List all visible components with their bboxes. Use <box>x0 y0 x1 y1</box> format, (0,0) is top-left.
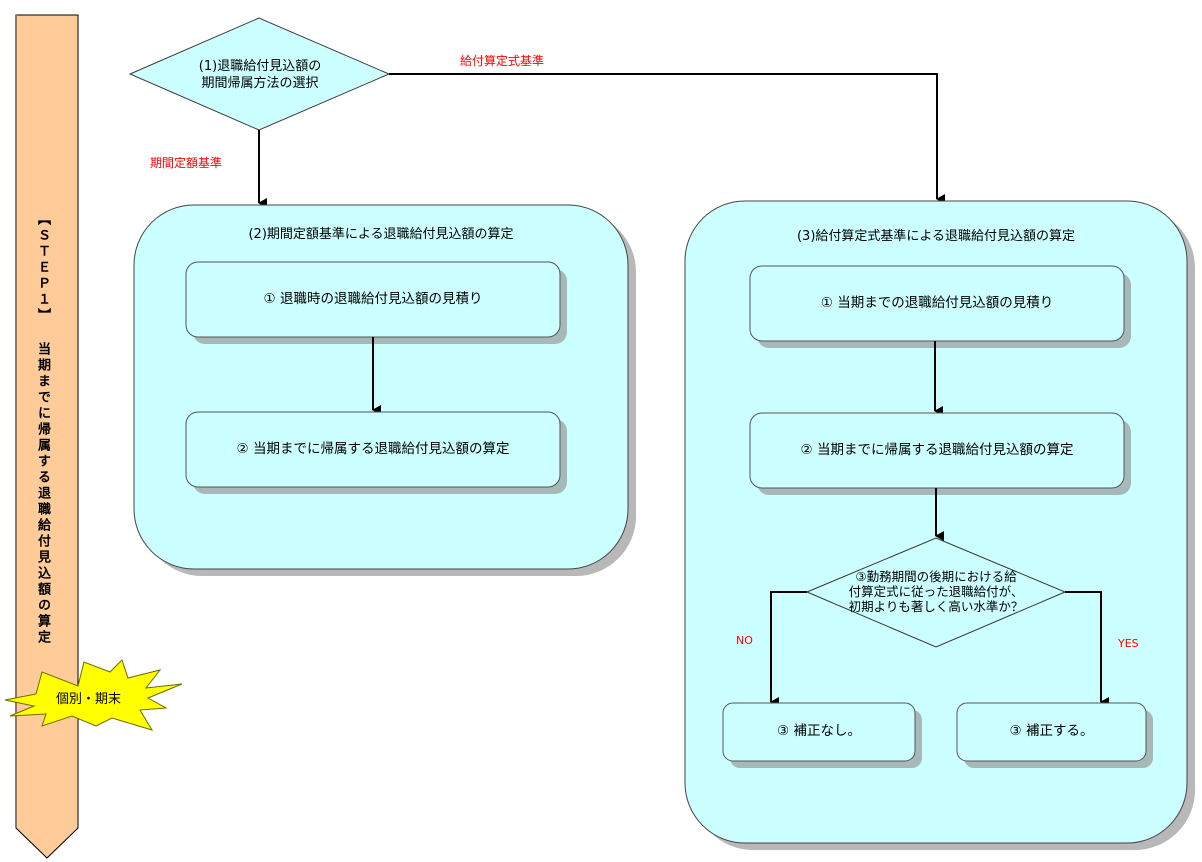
decision-1-label: (1)退職給付見込額の 期間帰属方法の選択 <box>170 58 350 92</box>
connector-yes-branch <box>1065 591 1109 707</box>
group-3-step-1-box <box>749 265 1125 342</box>
step-banner-label: 【ＳＴＥＰ１】 当期までに帰属する退職給付見込額の算定 <box>35 212 50 646</box>
group-2-step-1-label: ① 退職時の退職給付見込額の見積り <box>263 291 483 307</box>
outcome-no-label: ③ 補正なし。 <box>777 723 861 739</box>
branch-label-right: 給付算定式基準 <box>460 54 545 68</box>
outcome-yes-label: ③ 補正する。 <box>1009 723 1094 739</box>
branch-label-left: 期間定額基準 <box>150 156 223 170</box>
decision-3-line-1: ③勤務期間の後期における給 <box>855 569 1017 584</box>
decision-3-line-3: 初期よりも著しく高い水準か？ <box>848 599 1024 614</box>
group-3-step-1-label: ① 当期までの退職給付見込額の見積り <box>820 295 1054 311</box>
group-2-step-2-label: ② 当期までに帰属する退職給付見込額の算定 <box>236 441 510 457</box>
group-2-container <box>133 204 629 570</box>
yes-label: YES <box>1118 637 1139 650</box>
outcome-no-box <box>722 702 916 762</box>
connector-no-branch <box>770 591 807 707</box>
no-label: NO <box>736 634 753 647</box>
group-3-title: (3)給付算定式基準による退職給付見込額の算定 <box>796 229 1076 244</box>
decision-1-line-2: 期間帰属方法の選択 <box>201 76 319 91</box>
connector-right-branch <box>389 73 945 204</box>
outcome-yes-box <box>956 702 1147 762</box>
starburst-shape <box>4 659 183 731</box>
group-2-title: (2)期間定額基準による退職給付見込額の算定 <box>248 227 514 242</box>
decision-3-line-2: 付算定式に従った退職給付が、 <box>848 584 1024 599</box>
decision-1-line-1: (1)退職給付見込額の <box>198 59 322 74</box>
group-3-step-2-label: ② 当期までに帰属する退職給付見込額の算定 <box>800 442 1074 458</box>
decision-3-label: ③勤務期間の後期における給 付算定式に従った退職給付が、 初期よりも著しく高い水… <box>836 569 1036 614</box>
starburst-label: 個別・期末 <box>56 692 122 707</box>
group-2-step-2-box <box>185 411 561 488</box>
